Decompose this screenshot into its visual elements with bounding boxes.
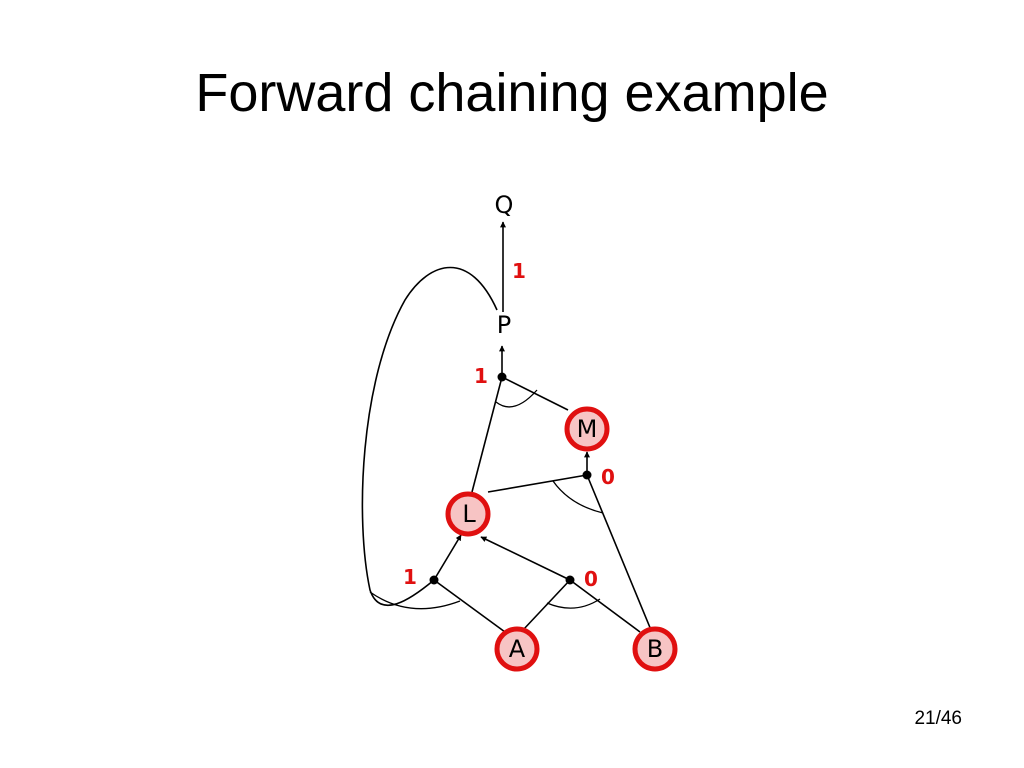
- edge-andl2-l: [480, 536, 571, 581]
- and-arc-l2: [546, 598, 601, 609]
- node-m-circle: [564, 406, 610, 452]
- node-b: B: [632, 626, 678, 672]
- edge-b-andm: [586, 474, 652, 631]
- node-l: L: [445, 491, 491, 537]
- page-number: 21/46: [914, 708, 962, 729]
- slide-title: Forward chaining example: [195, 63, 829, 123]
- and-junction-l2: [565, 575, 575, 585]
- and-junction-l1: [429, 575, 439, 585]
- edge-andl1-l: [433, 534, 462, 581]
- edge-b-andl2: [569, 579, 641, 633]
- edge-l-andm: [487, 474, 588, 493]
- node-a-label: A: [509, 635, 526, 663]
- node-m-label: M: [577, 415, 598, 443]
- node-m: M: [564, 406, 610, 452]
- node-l-circle: [445, 491, 491, 537]
- edge-a-andl1: [433, 579, 506, 633]
- node-q-label: Q: [495, 191, 514, 219]
- node-a: A: [494, 626, 540, 672]
- and-junction-m: [582, 470, 592, 480]
- node-p-label: P: [497, 311, 511, 339]
- node-a-circle: [494, 626, 540, 672]
- edge-p-andl1-loop: [361, 266, 498, 606]
- and-junction-p: [497, 372, 507, 382]
- node-b-circle: [632, 626, 678, 672]
- edge-a-andl2: [522, 579, 571, 631]
- count-and-l1: 1: [403, 565, 417, 589]
- and-arc-p: [495, 389, 538, 408]
- count-and-p: 1: [474, 364, 488, 388]
- count-p-to-q: 1: [512, 259, 526, 283]
- count-and-l2: 0: [584, 567, 598, 591]
- node-l-label: L: [462, 500, 476, 528]
- and-arc-l1: [369, 591, 461, 610]
- edge-l-andp: [471, 376, 503, 493]
- and-arc-m: [552, 480, 604, 514]
- node-b-label: B: [647, 635, 663, 663]
- count-and-m: 0: [601, 465, 615, 489]
- edge-m-andp: [501, 376, 569, 411]
